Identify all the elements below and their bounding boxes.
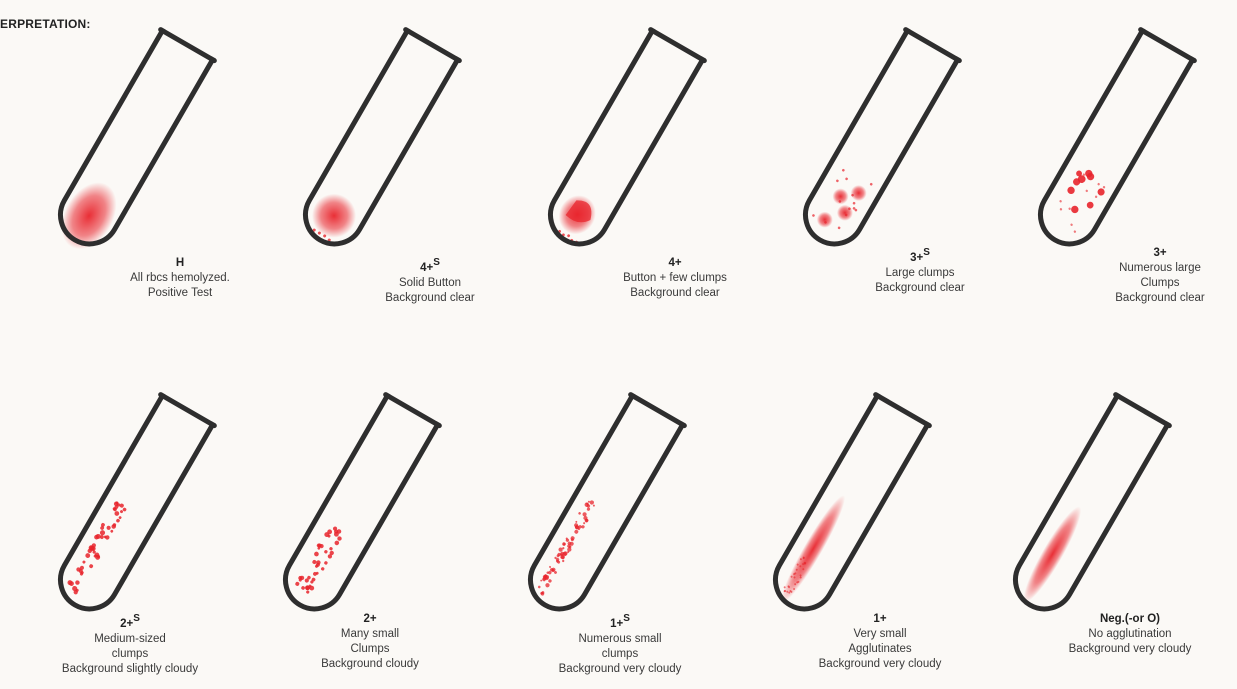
description-line: All rbcs hemolyzed. xyxy=(130,271,230,286)
interpretation-heading: ERPRETATION: xyxy=(0,17,91,31)
grade-superscript: S xyxy=(133,613,140,624)
grade-value: 2+ xyxy=(120,618,133,630)
description-line: Background clear xyxy=(875,281,965,296)
description-line: Many small xyxy=(321,627,419,642)
grade-superscript: S xyxy=(433,257,440,268)
grade-value: 2+ xyxy=(363,613,376,625)
grade-label: 3+ xyxy=(1115,246,1205,261)
description-line: Large clumps xyxy=(875,266,965,281)
description-line: Very small xyxy=(819,627,942,642)
description-line: Solid Button xyxy=(385,276,475,291)
grade-label: H xyxy=(130,256,230,271)
test-tube-3 xyxy=(565,240,566,241)
description-line: Button + few clumps xyxy=(623,271,727,286)
test-tube-7 xyxy=(300,605,301,606)
grade-label: 1+ xyxy=(819,612,942,627)
grade-superscript: S xyxy=(623,613,630,624)
description-line: Agglutinates xyxy=(819,642,942,657)
description-line: Positive Test xyxy=(130,286,230,301)
description-line: Background clear xyxy=(623,286,727,301)
description-line: Background clear xyxy=(1115,291,1205,306)
test-tube-9 xyxy=(790,605,791,606)
grade-label: 3+S xyxy=(875,246,965,266)
grade-value: H xyxy=(176,257,184,269)
grade-label: 4+ xyxy=(623,256,727,271)
description-line: Medium-sized xyxy=(62,632,198,647)
description-line: Background very cloudy xyxy=(819,657,942,672)
grade-value: 4+ xyxy=(420,262,433,274)
grade-value: 1+ xyxy=(610,618,623,630)
grade-label: Neg.(-or O) xyxy=(1069,612,1192,627)
test-tube-2 xyxy=(320,240,321,241)
grade-value: Neg.(-or O) xyxy=(1100,613,1160,625)
description-line: Background slightly cloudy xyxy=(62,662,198,677)
description-line: clumps xyxy=(559,647,682,662)
test-tube-4 xyxy=(820,240,821,241)
grade-label: 4+S xyxy=(385,256,475,276)
description-line: Numerous small xyxy=(559,632,682,647)
grade-value: 4+ xyxy=(668,257,681,269)
grade-value: 3+ xyxy=(910,252,923,264)
description-line: Background cloudy xyxy=(321,657,419,672)
description-line: Numerous large xyxy=(1115,261,1205,276)
grade-label: 2+ xyxy=(321,612,419,627)
grade-label: 2+S xyxy=(62,612,198,632)
description-line: Background very cloudy xyxy=(1069,642,1192,657)
description-line: No agglutination xyxy=(1069,627,1192,642)
test-tube-8 xyxy=(545,605,546,606)
test-tube-10 xyxy=(1030,605,1031,606)
description-line: Clumps xyxy=(321,642,419,657)
grade-label: 1+S xyxy=(559,612,682,632)
description-line: Background clear xyxy=(385,291,475,306)
grade-superscript: S xyxy=(923,247,930,258)
test-tube-5 xyxy=(1055,240,1056,241)
test-tube-6 xyxy=(75,605,76,606)
description-line: Background very cloudy xyxy=(559,662,682,677)
description-line: clumps xyxy=(62,647,198,662)
tube-label-1: H All rbcs hemolyzed.Positive Test xyxy=(130,256,230,301)
tube-contents xyxy=(293,523,346,595)
description-line: Clumps xyxy=(1115,276,1205,291)
grade-value: 1+ xyxy=(873,613,886,625)
tube-contents xyxy=(809,165,873,238)
test-tube-1 xyxy=(75,240,76,241)
grade-value: 3+ xyxy=(1153,247,1166,259)
